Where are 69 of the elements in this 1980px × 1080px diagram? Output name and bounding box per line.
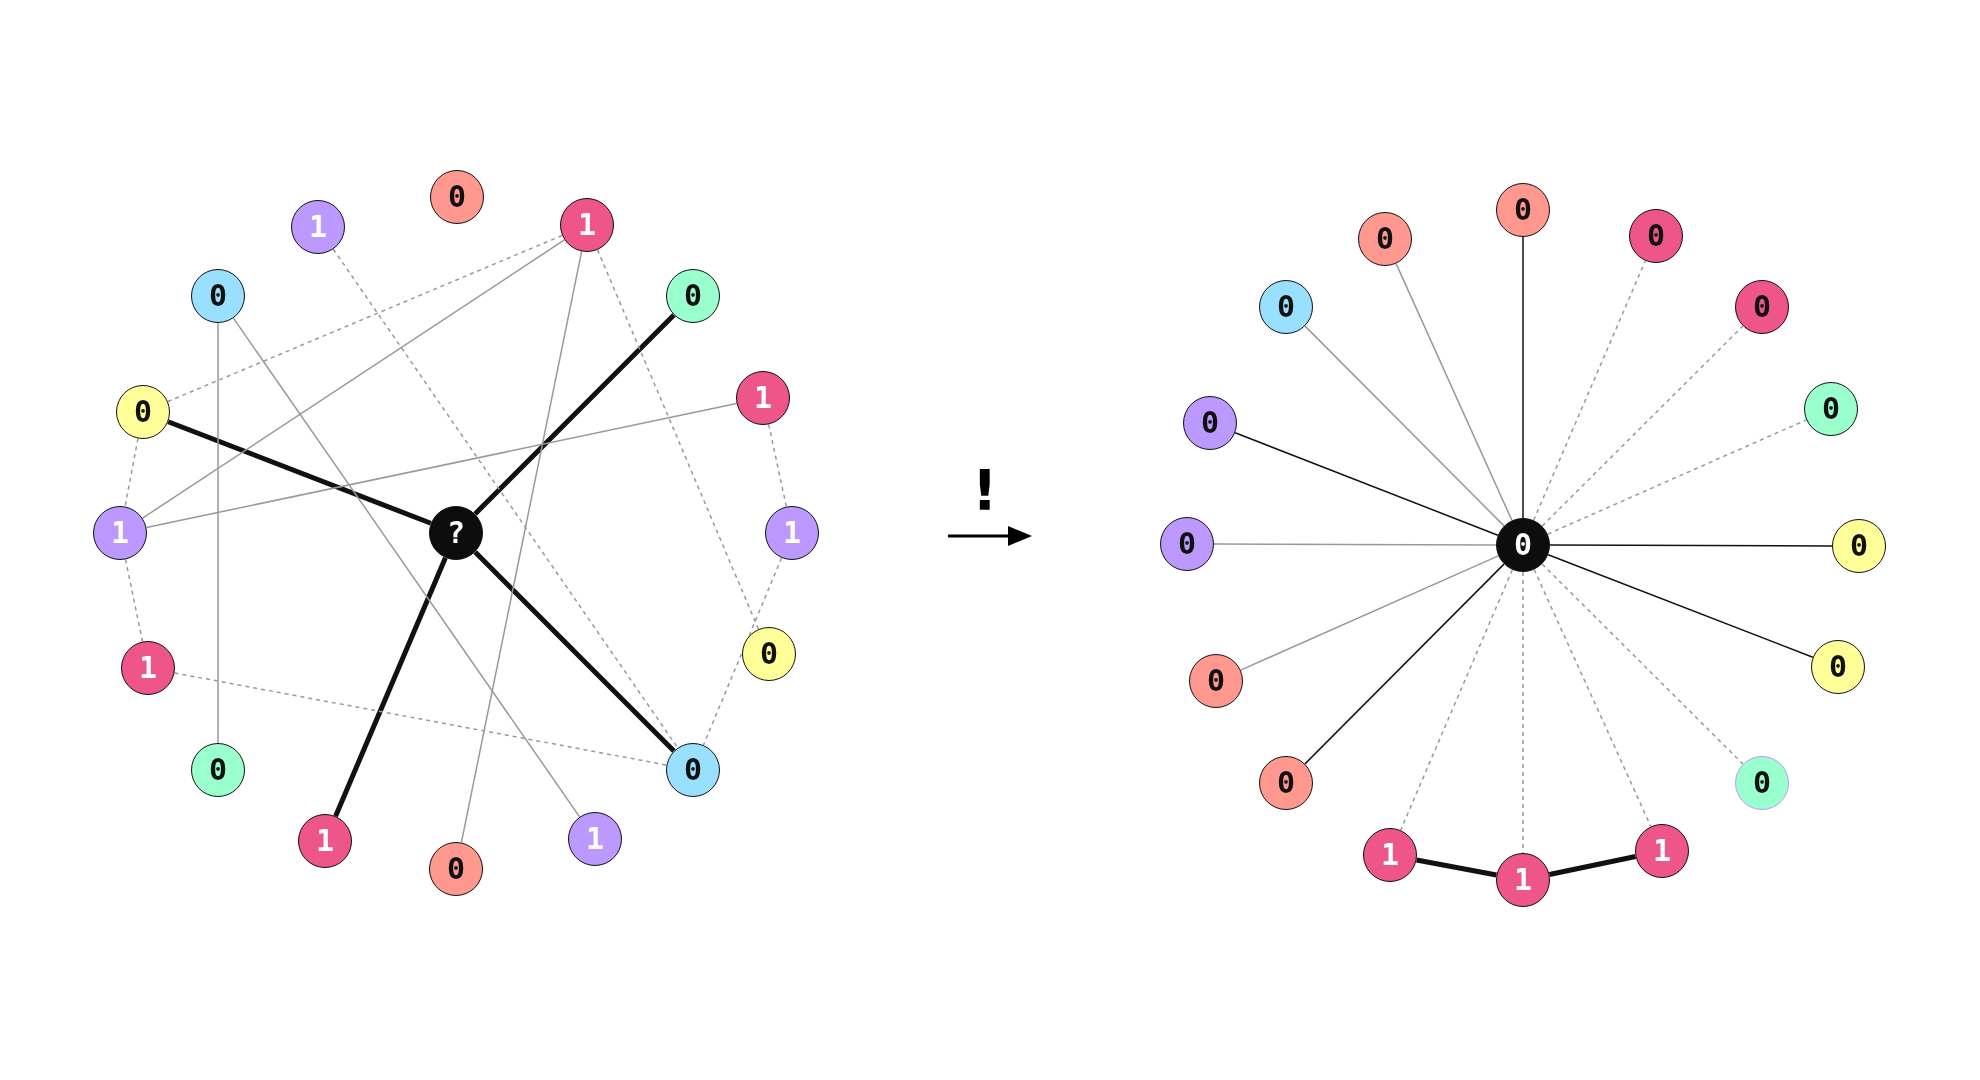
- connector-line: [596, 249, 760, 630]
- digit-node: 0: [1160, 517, 1214, 571]
- digit-node: 0: [1804, 382, 1858, 436]
- digit-node: 0: [1832, 519, 1886, 573]
- connector-line: [167, 234, 563, 403]
- connector-line: [217, 322, 219, 744]
- connector-line: [124, 437, 139, 508]
- connector-line: [1395, 262, 1513, 522]
- connector-line: [1541, 563, 1744, 765]
- connector-line: [332, 248, 679, 749]
- connector-line: [1548, 854, 1637, 877]
- connector-line: [1399, 569, 1514, 831]
- connector-line: [1234, 432, 1499, 536]
- connector-line: [173, 672, 668, 766]
- digit-node: 0: [742, 627, 796, 681]
- connector-line: [167, 419, 432, 526]
- digit-node: 1: [568, 812, 622, 866]
- connector-line: [1304, 563, 1505, 765]
- digit-node: 0: [1259, 756, 1313, 810]
- connector-line: [1541, 325, 1744, 527]
- digit-node: ?: [429, 506, 483, 560]
- digit-node: 0: [1496, 183, 1550, 237]
- digit-node: 0: [1629, 209, 1683, 263]
- connector-line: [1416, 857, 1497, 878]
- digit-node: 1: [291, 200, 345, 254]
- digit-node: 1: [765, 506, 819, 560]
- digit-node: 0: [191, 269, 245, 323]
- connector-line: [333, 556, 448, 818]
- connector-line: [1549, 544, 1833, 547]
- digit-node: 1: [560, 198, 614, 252]
- digit-node: 1: [1363, 828, 1417, 882]
- connector-line: [232, 317, 581, 818]
- connector-line: [702, 557, 783, 746]
- connector-line: [473, 313, 676, 516]
- connector-line: [124, 558, 144, 643]
- digit-node: 0: [1189, 654, 1243, 708]
- connector-line: [145, 402, 738, 529]
- digit-node: 0: [1735, 280, 1789, 334]
- digit-node: 0: [191, 743, 245, 797]
- connector-line: [1213, 543, 1497, 546]
- digit-node: 1: [121, 641, 175, 695]
- digit-node: 1: [298, 814, 352, 868]
- connector-line: [1239, 555, 1500, 671]
- connector-line: [1522, 236, 1524, 519]
- digit-node: 0: [1259, 280, 1313, 334]
- connector-line: [1532, 260, 1647, 521]
- digit-node: 0: [1496, 518, 1550, 572]
- connector-line: [1546, 419, 1808, 535]
- digit-node: 1: [93, 506, 147, 560]
- connector-line: [141, 239, 566, 519]
- digit-node: 0: [429, 842, 483, 896]
- digit-node: 0: [1735, 756, 1789, 810]
- digit-node: 0: [430, 170, 484, 224]
- digit-node: 1: [1635, 824, 1689, 878]
- digit-node: 0: [1183, 396, 1237, 450]
- digit-node: 0: [666, 743, 720, 797]
- connector-line: [460, 250, 583, 844]
- connector-line: [473, 550, 676, 753]
- digit-node: 0: [116, 385, 170, 439]
- connector-line: [1547, 554, 1814, 658]
- connector-line: [1533, 568, 1652, 828]
- connector-line: [767, 423, 788, 508]
- exclamation-label: !: [972, 462, 998, 518]
- digit-node: 0: [1811, 640, 1865, 694]
- digit-node: 0: [1358, 212, 1412, 266]
- connector-line: [1304, 325, 1505, 527]
- digit-node: 0: [666, 269, 720, 323]
- digit-node: 1: [736, 371, 790, 425]
- digit-node: 1: [1496, 853, 1550, 907]
